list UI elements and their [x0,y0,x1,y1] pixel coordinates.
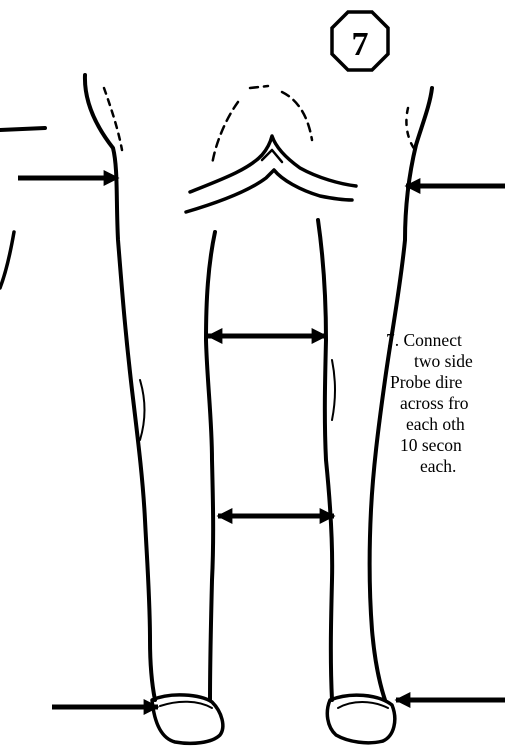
horse-legs-illustration [85,75,432,743]
instruction-line: 7. Connect [386,330,513,351]
step-badge: 7 [332,12,388,70]
right-leg-inner-contour [318,220,332,700]
instruction-line: each. [386,456,513,477]
crotch-fold [190,136,356,192]
instruction-line: Probe dire [386,372,513,393]
left-leg-outer-contour [85,75,155,700]
instruction-line: each oth [386,414,513,435]
instruction-text: 7. Connect two side Probe dire across fr… [386,330,513,477]
step-number: 7 [352,26,369,63]
background-horse-fragment [0,128,45,288]
left-leg-inner-contour [206,232,215,700]
instruction-line: across fro [386,393,513,414]
instruction-line: two side [386,351,513,372]
instruction-line: 10 secon [386,435,513,456]
